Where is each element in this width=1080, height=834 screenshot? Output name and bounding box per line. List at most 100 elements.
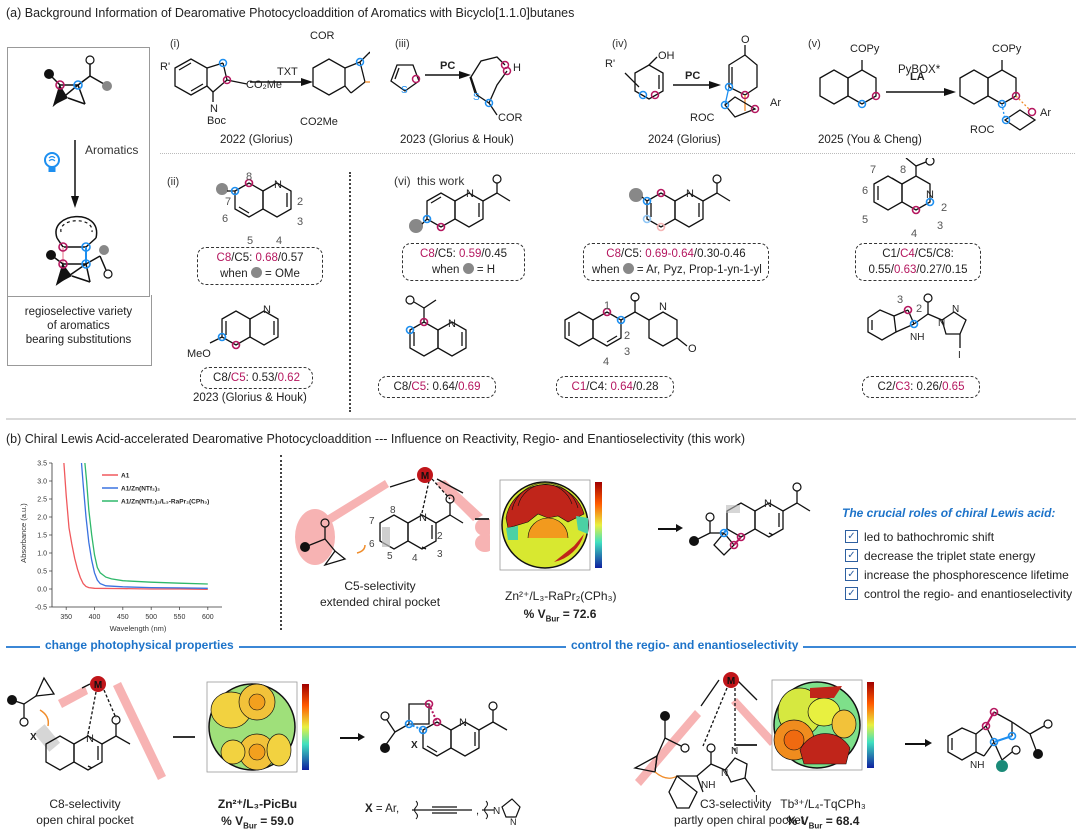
arrowhead <box>925 739 932 747</box>
separator-vertical <box>349 172 351 412</box>
dash-connector <box>475 518 489 520</box>
y-tick-label: 3.0 <box>37 479 47 486</box>
y-tick-label: 0.5 <box>37 569 47 576</box>
v-product-copy-label: COPy <box>992 43 1022 55</box>
svg-text:R': R' <box>160 61 170 73</box>
isoq-atom-5: 5 <box>862 214 869 226</box>
when-label: when <box>431 264 460 276</box>
site-major: C8 <box>420 248 435 260</box>
ii-selectivity-box-1: C8/C5: 0.68/0.57 when = OMe <box>197 247 323 285</box>
svg-text:CO₂Me: CO₂Me <box>246 79 282 91</box>
c5-atom-6: 6 <box>369 539 375 550</box>
naph-atom-1: 1 <box>604 300 611 312</box>
caption-line: open chiral pocket <box>36 813 134 827</box>
svg-text:N: N <box>210 103 218 115</box>
quinoline-ii-structure <box>216 178 292 218</box>
svg-text:N: N <box>493 806 500 817</box>
vbur-label: % V <box>786 814 809 828</box>
metal-label: M <box>421 471 429 482</box>
arrow-c3-product <box>905 743 927 745</box>
c5-product-structure: N <box>689 482 811 556</box>
x-tick-label: 500 <box>145 614 157 621</box>
role-text: led to bathochromic shift <box>864 529 995 544</box>
substituent-def: = H <box>476 264 496 276</box>
vi-selectivity-box-4: C8/C5: 0.64/0.69 <box>378 376 496 398</box>
x-substituent-structures: , N N <box>412 798 521 825</box>
y-tick-label: 3.5 <box>37 461 47 468</box>
metal-label: M <box>727 676 735 687</box>
vi-isoquinoline-structure: N <box>873 158 935 215</box>
site-label: C8/ <box>213 372 231 384</box>
v-copy-label: COPy <box>850 43 880 55</box>
ii-atom-6: 6 <box>222 213 229 225</box>
y-tick-label: 2.5 <box>37 497 47 504</box>
vbur-label: % V <box>523 607 546 621</box>
value-major: 0.59 <box>459 248 482 260</box>
v-roc-label: ROC <box>970 124 995 136</box>
vbur-value: = 59.0 <box>256 814 294 828</box>
role-item: ✓control the regio- and enantioselectivi… <box>845 584 1072 603</box>
value-minor: /0.30-0.46 <box>693 248 746 260</box>
site-minor: /C4: <box>586 381 611 393</box>
vi-selectivity-box-1: C8/C5: 0.59/0.45 when = H <box>402 243 525 281</box>
vbur-sub: Bur <box>545 614 560 624</box>
svg-text:TXT: TXT <box>277 66 298 78</box>
iv-roc-label: ROC <box>690 112 715 124</box>
c8-selectivity-model: M N X <box>7 676 166 780</box>
section-a-title: (a) Background Information of Dearomativ… <box>6 6 575 20</box>
steric-map-c3 <box>771 679 874 771</box>
chart-xlabel: Wavelength (nm) <box>110 624 167 633</box>
c5-selectivity-model: M N 8 7 6 5 4 3 2 <box>295 467 490 567</box>
ii-atom-8: 8 <box>246 171 253 183</box>
general-reaction-scheme <box>44 55 113 286</box>
role-text: decrease the triplet state energy <box>864 548 1036 563</box>
indole-atom-3: 3 <box>897 294 904 306</box>
citation-ii: 2023 (Glorius & Houk) <box>193 392 307 404</box>
y-tick-label: 2.0 <box>37 515 47 522</box>
svg-text:O: O <box>688 343 697 355</box>
svg-text:NH: NH <box>970 760 984 771</box>
value-major: 0.69-0.64 <box>645 248 694 260</box>
value-major: 0.65 <box>942 381 965 393</box>
site-label: C2/ <box>877 381 896 393</box>
vi-selectivity-box-3: C1/C4/C5/C8: 0.55/0.63/0.27/0.15 <box>855 243 981 281</box>
iv-ar-label: Ar <box>770 97 781 109</box>
when-label: when <box>592 264 620 276</box>
6-methoxyquinoline-structure <box>209 310 279 350</box>
value-minor: /0.28 <box>632 381 659 393</box>
x-bold: X <box>365 803 373 815</box>
role-text: increase the phosphorescence lifetime <box>864 567 1069 582</box>
substituent-dot-icon <box>462 263 474 274</box>
site-major: C5 <box>230 372 246 384</box>
iii-h-label: H <box>513 62 521 74</box>
value-major: 0.68 <box>255 252 278 264</box>
substituent-def: = Ar, Pyz, Prop-1-yn-1-yl <box>636 264 762 276</box>
site-sep: /C5: <box>231 252 256 264</box>
svg-text:NH: NH <box>910 332 924 343</box>
vbur-value: = 72.6 <box>559 607 597 621</box>
x-tick-label: 350 <box>60 614 72 621</box>
arrow-c8-product <box>340 737 360 739</box>
value-c1: 0.55/ <box>868 264 895 276</box>
left-panel-caption: regioselective variety of aromatics bear… <box>7 305 150 347</box>
isoq-atom-4: 4 <box>911 228 918 240</box>
i-product-cor: COR <box>310 30 335 42</box>
checkbox-checked-icon: ✓ <box>845 587 858 600</box>
caption-line: extended chiral pocket <box>319 595 441 609</box>
x-tick-label: 400 <box>89 614 101 621</box>
legend-label: A1/Zn(NTf₂)₂/L₃-RaPr₂(CPh₃) <box>121 499 209 506</box>
role-item: ✓increase the phosphorescence lifetime <box>845 565 1072 584</box>
ii2-atom-n: N <box>263 304 271 316</box>
aromatics-label: Aromatics <box>85 143 139 157</box>
site-major: C4 <box>900 248 915 260</box>
c3-complex-label: Tb³⁺/L₄-TqCPh₃ <box>773 796 873 813</box>
caption-line: C8-selectivity <box>49 797 121 811</box>
ii-selectivity-box-2: C8/C5: 0.53/0.62 <box>200 367 313 389</box>
section-divider <box>6 418 1076 420</box>
example-iv-scheme: PC <box>624 45 760 118</box>
svg-text:N: N <box>952 304 959 315</box>
when-label: when <box>220 268 248 280</box>
steric-map-c8 <box>206 681 309 773</box>
svg-text:N: N <box>731 746 738 757</box>
